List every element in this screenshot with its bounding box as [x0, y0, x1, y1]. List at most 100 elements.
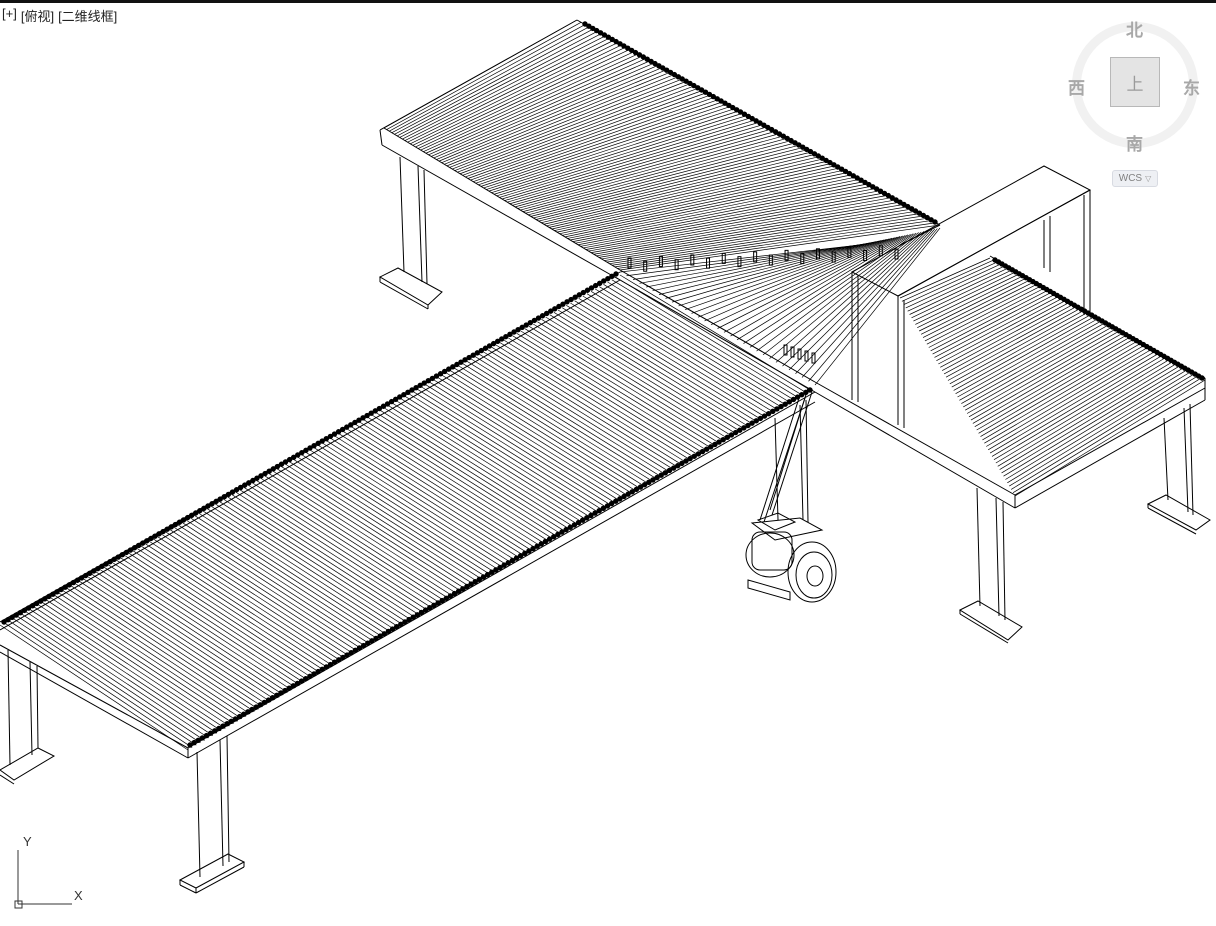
- viewcube-compass-ring[interactable]: [1072, 22, 1198, 148]
- roller: [400, 398, 591, 518]
- roller: [483, 351, 674, 470]
- roller: [614, 220, 932, 268]
- roller: [499, 119, 755, 198]
- chain-link: [493, 567, 499, 573]
- chain-link: [462, 357, 468, 363]
- roller: [293, 459, 483, 580]
- chain-link: [702, 89, 709, 95]
- back-left-leg[interactable]: [378, 156, 443, 310]
- gantry-frame[interactable]: [850, 165, 1092, 428]
- viewcube-north[interactable]: 北: [1126, 21, 1143, 41]
- right-back-leg[interactable]: [1146, 403, 1211, 535]
- roller: [475, 356, 666, 475]
- chain-link: [199, 735, 206, 741]
- roller: [928, 288, 1044, 348]
- roller: [37, 603, 226, 729]
- wcs-menu[interactable]: WCS ▽: [1112, 170, 1158, 187]
- roller: [417, 389, 607, 508]
- chain-link: [241, 711, 247, 717]
- roller: [423, 53, 638, 152]
- chain-link: [422, 607, 429, 613]
- chain-link: [257, 702, 263, 708]
- viewcube[interactable]: 北 南 西 东 上 WCS ▽: [1066, 14, 1208, 194]
- chain-link: [225, 491, 232, 498]
- chain-link: [388, 398, 395, 405]
- chain-link: [413, 384, 419, 391]
- chain-link: [119, 552, 126, 558]
- roller: [462, 363, 653, 482]
- chain-link: [427, 605, 433, 611]
- chain-link: [344, 652, 350, 658]
- back-conveyor[interactable]: [379, 19, 941, 281]
- chain-link: [753, 118, 759, 124]
- roller: [533, 323, 724, 441]
- chain-link: [866, 181, 872, 188]
- chain-link: [303, 447, 309, 454]
- roller: [588, 197, 892, 252]
- viewcube-top-face[interactable]: 上: [1110, 57, 1160, 107]
- chain-link: [770, 408, 776, 414]
- transfer-pin: [643, 260, 648, 272]
- chain-link: [1199, 375, 1205, 381]
- chain-link: [429, 375, 436, 382]
- main-conveyor[interactable]: [0, 271, 816, 759]
- chain-link: [398, 621, 404, 627]
- chain-link: [534, 543, 540, 549]
- chain-link: [464, 583, 470, 590]
- main-left-leg[interactable]: [0, 649, 56, 785]
- roller: [907, 265, 1005, 312]
- chain-link: [193, 510, 199, 516]
- drive-motor[interactable]: [745, 387, 837, 603]
- chain-link: [842, 168, 849, 175]
- chain-link: [586, 23, 592, 29]
- roller: [512, 335, 703, 453]
- chain-link: [254, 475, 260, 481]
- chain-link: [274, 463, 281, 470]
- transfer-pin: [783, 344, 788, 356]
- chain-link: [392, 396, 399, 402]
- roller: [556, 169, 844, 233]
- roller: [330, 438, 520, 559]
- viewcube-west[interactable]: 西: [1068, 79, 1085, 99]
- main-front-leg[interactable]: [178, 735, 246, 894]
- chain-link: [168, 524, 174, 530]
- transfer-pin: [721, 252, 726, 264]
- chain-link: [633, 486, 640, 493]
- viewcube-south[interactable]: 南: [1126, 135, 1143, 155]
- chain-link: [932, 219, 938, 225]
- roller: [909, 267, 1009, 315]
- chain-link: [393, 623, 400, 630]
- right-front-leg[interactable]: [958, 487, 1023, 644]
- chain-link: [621, 43, 627, 49]
- roller: [347, 428, 537, 549]
- roller: [922, 282, 1034, 338]
- roller: [470, 94, 711, 181]
- chain-link: [695, 85, 701, 91]
- roller: [491, 347, 682, 465]
- chain-link: [716, 439, 722, 445]
- chain-link: [410, 614, 416, 620]
- roller: [601, 208, 912, 260]
- chain-link: [708, 444, 714, 450]
- ucs-y-label: Y: [23, 834, 32, 849]
- roller: [691, 238, 890, 314]
- transfer-section[interactable]: [619, 224, 941, 393]
- roller: [566, 305, 757, 422]
- visual-style-menu[interactable]: [二维线框]: [58, 9, 118, 24]
- chain-link: [761, 413, 768, 419]
- roller: [536, 151, 812, 220]
- chain-link: [559, 529, 565, 535]
- roller: [583, 192, 884, 249]
- roller: [599, 286, 790, 403]
- roller: [507, 126, 767, 203]
- view-menu[interactable]: [俯视]: [20, 9, 55, 24]
- chain-link: [757, 120, 763, 126]
- chain-link: [262, 470, 268, 477]
- transfer-pin: [894, 248, 899, 260]
- roller: [28, 608, 218, 734]
- right-conveyor[interactable]: [814, 255, 1206, 509]
- viewport-controls-menu[interactable]: [+]: [2, 6, 17, 21]
- viewcube-east[interactable]: 东: [1183, 79, 1200, 99]
- chain-link: [782, 401, 788, 407]
